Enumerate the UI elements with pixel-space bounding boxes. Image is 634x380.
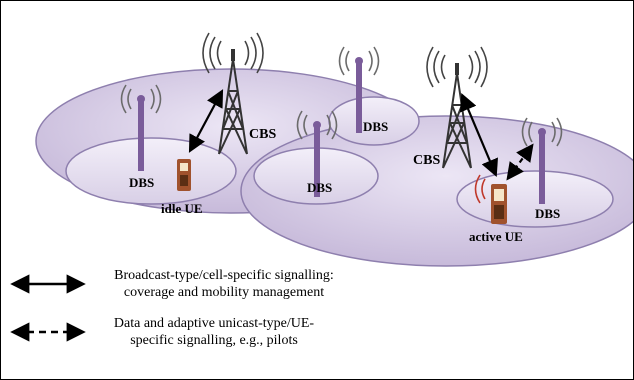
control-link-arrow (188, 89, 224, 153)
small-cell-left (65, 137, 237, 205)
legend-dashed-text: Data and adaptive unicast-type/UE- speci… (89, 315, 339, 349)
dbs-label: DBS (535, 206, 560, 221)
dbs-label: DBS (307, 180, 332, 195)
data-link-arrow (506, 143, 534, 181)
legend-dashed-line2: specific signalling, e.g., pilots (130, 333, 298, 348)
idle-ue-label: idle UE (161, 201, 203, 216)
legend-dashed-line1: Data and adaptive unicast-type/UE- (113, 316, 315, 331)
cbs-label: CBS (249, 127, 276, 142)
legend-solid-line1: Broadcast-type/cell-specific signalling: (114, 268, 334, 283)
cbs-label: CBS (413, 153, 440, 168)
active-phone-icon (474, 174, 507, 224)
dbs-label: DBS (129, 175, 154, 190)
legend-solid-line2: coverage and mobility management (123, 285, 325, 300)
legend-solid-text: Broadcast-type/cell-specific signalling:… (89, 267, 359, 301)
idle-phone-icon (177, 159, 191, 191)
dbs-label: DBS (363, 119, 388, 134)
control-link-arrow (460, 92, 498, 178)
active-ue-label: active UE (469, 229, 523, 244)
